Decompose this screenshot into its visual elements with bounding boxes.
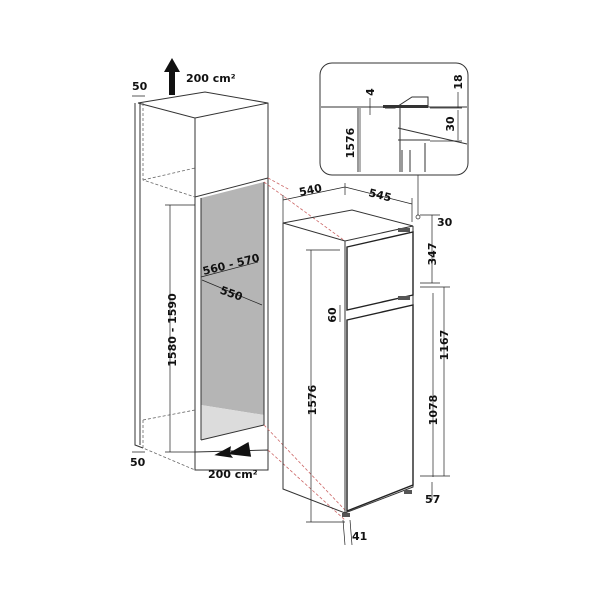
foot-front bbox=[342, 513, 350, 517]
dim-height bbox=[306, 249, 345, 523]
detail-gap-small-label: 4 bbox=[364, 88, 377, 96]
niche-back-panel bbox=[201, 182, 264, 415]
freezer-door bbox=[346, 231, 414, 311]
detail-height-label: 1576 bbox=[344, 127, 357, 158]
cabinet: 50 200 cm² 1580 - 1590 560 - 570 550 50 … bbox=[130, 58, 346, 521]
dim-niche-height bbox=[165, 204, 195, 453]
bottom-vent-label: 200 cm² bbox=[208, 468, 258, 481]
bottom-gap-label: 50 bbox=[130, 456, 146, 469]
fridge-total-label: 1167 bbox=[438, 330, 451, 361]
fridge-body bbox=[282, 209, 414, 514]
detail-worktop-strip bbox=[383, 105, 428, 108]
door-handle-middle bbox=[398, 296, 410, 300]
fridge-door-label: 1078 bbox=[427, 395, 440, 426]
vent-arrow-in-icon bbox=[214, 441, 252, 458]
dim-foot bbox=[342, 519, 353, 546]
top-vent-label: 200 cm² bbox=[186, 72, 236, 85]
door-handle-top bbox=[398, 228, 410, 232]
niche-height-label: 1580 - 1590 bbox=[166, 293, 179, 367]
width-label: 540 bbox=[298, 181, 324, 199]
niche-floor bbox=[201, 405, 264, 440]
dim-niche-depth bbox=[201, 279, 263, 306]
foot-label: 41 bbox=[352, 530, 367, 543]
detail-gap-hinge-label: 30 bbox=[444, 116, 457, 132]
top-offset-label: 30 bbox=[437, 216, 453, 229]
top-box bbox=[137, 91, 269, 198]
detail-drawing bbox=[321, 96, 468, 172]
cabinet-side-panel bbox=[134, 103, 144, 449]
dim-right-verticals bbox=[420, 214, 450, 500]
bottom-offset-label: 57 bbox=[425, 493, 440, 506]
foot-right bbox=[404, 490, 412, 494]
detail-frame bbox=[319, 62, 469, 176]
dim-niche-width bbox=[200, 261, 259, 278]
vent-arrow-up-icon bbox=[164, 58, 180, 95]
top-gap-label: 50 bbox=[132, 80, 148, 93]
depth-label: 545 bbox=[367, 186, 392, 204]
detail-dims bbox=[359, 92, 462, 172]
freezer-door-label: 347 bbox=[426, 243, 439, 266]
fridge-door bbox=[346, 304, 414, 513]
dim-gap-lines bbox=[132, 95, 145, 453]
door-gap-label: 60 bbox=[326, 307, 339, 323]
detail-gap-top-label: 18 bbox=[452, 74, 465, 89]
appliance: 540 545 30 347 60 1167 1576 1078 57 41 bbox=[282, 175, 453, 546]
detail-marker bbox=[415, 214, 421, 220]
hinge-detail-inset: 4 18 1576 30 bbox=[319, 62, 469, 176]
dim-width bbox=[282, 183, 346, 223]
alignment-guides bbox=[263, 177, 346, 521]
hidden-edges bbox=[142, 103, 196, 471]
height-label: 1576 bbox=[306, 384, 319, 415]
dim-depth bbox=[344, 186, 413, 222]
cabinet-front-edge bbox=[194, 178, 269, 452]
